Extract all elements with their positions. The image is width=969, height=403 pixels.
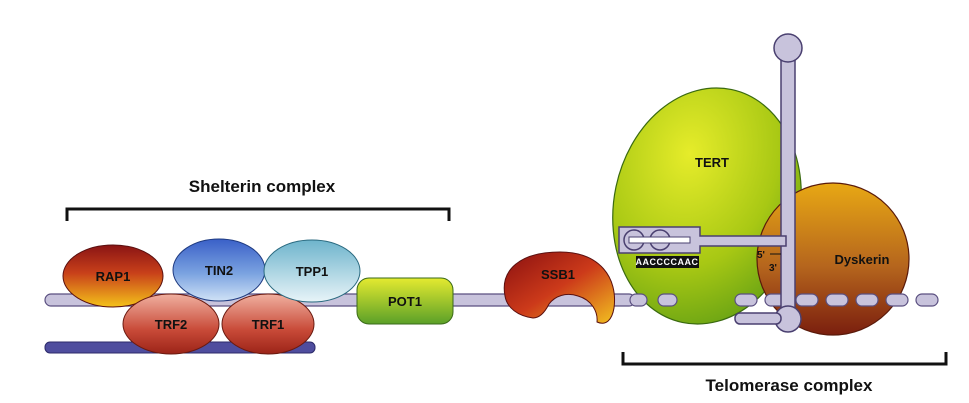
telomerase-bracket — [621, 352, 948, 366]
three-prime-label: 3' — [769, 263, 777, 274]
telomerase-rna — [618, 33, 803, 333]
trf2-protein — [122, 293, 220, 355]
pot1-label: POT1 — [388, 294, 422, 309]
pot1-protein — [356, 277, 454, 325]
telomerase-title: Telomerase complex — [706, 376, 873, 395]
rap1-protein — [62, 244, 164, 308]
tpp1-label: TPP1 — [296, 264, 329, 279]
shelterin-bracket — [65, 207, 451, 221]
template-sequence-box — [636, 256, 699, 268]
trf2-label: TRF2 — [155, 317, 188, 332]
trf1-protein — [221, 293, 315, 355]
rap1-label: RAP1 — [96, 269, 131, 284]
template-sequence: AACCCCAAC — [636, 257, 699, 267]
trf1-label: TRF1 — [252, 317, 285, 332]
telomere-repeat-segments — [629, 293, 939, 307]
shelterin-title: Shelterin complex — [189, 177, 336, 196]
ssb1-protein — [503, 251, 616, 324]
tpp1-protein — [263, 239, 361, 303]
tin2-label: TIN2 — [205, 263, 233, 278]
ssb1-label: SSB1 — [541, 267, 575, 282]
five-prime-label: 5' — [757, 250, 765, 261]
tert-label: TERT — [695, 155, 729, 170]
dyskerin-label: Dyskerin — [835, 252, 890, 267]
